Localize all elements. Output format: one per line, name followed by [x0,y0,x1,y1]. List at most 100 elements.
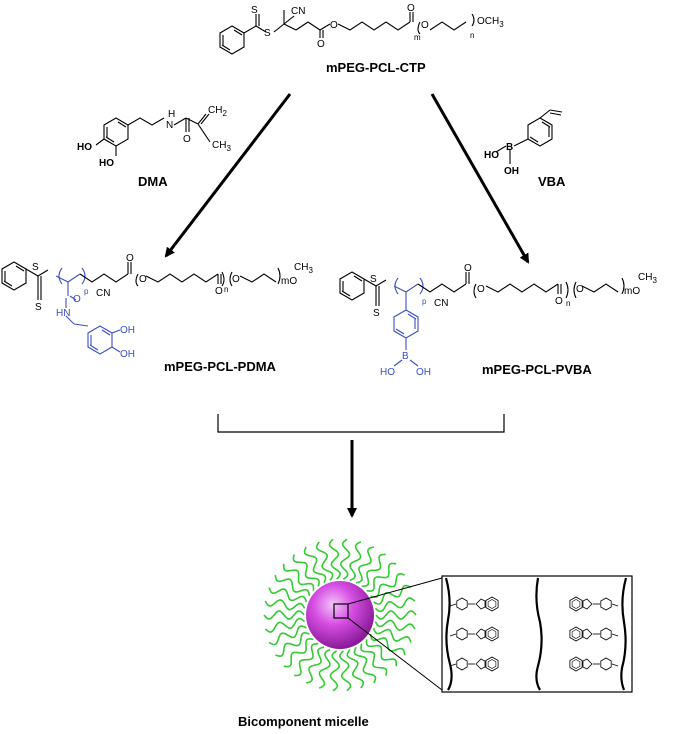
pvba-structure [339,271,625,367]
peg-chain [275,631,310,658]
catechol-ring [485,656,499,672]
arrow-to-pdma [164,93,292,258]
dma-o: O [183,134,191,145]
peg-chain [318,648,331,689]
pvba-oh: OH [416,367,431,378]
pvba-n-subscript: n [566,299,570,308]
ctp-ester-o: O [330,20,338,31]
catechol-ring [485,626,499,642]
peg-chain [369,633,406,656]
ctp-m-subscript: m [414,33,421,42]
catechol-inner [487,629,497,639]
pdma-s-thioester: S [32,262,39,273]
pdma-s-thione: S [35,302,42,313]
chain-bond [611,663,619,667]
peg-chain [338,650,352,692]
phenyl-ring [600,597,612,611]
chain-bond [449,663,457,667]
catechol-inner [571,659,581,669]
ctp-pcl-carbonyl-o: O [407,3,415,14]
ctp-och3: OCH3 [477,16,504,29]
peg-chain [366,562,397,592]
dma-ch2: CH2 [208,105,227,118]
label-dma: DMA [138,174,168,189]
peg-chain [353,646,377,684]
dioxaborole-ring [475,598,486,610]
chain-bond [449,633,457,637]
pdma-carbonyl-o: O [126,253,134,264]
vba-b: B [506,142,513,153]
phenyl-ring [600,657,612,671]
dioxaborole-ring [582,658,593,670]
pvba-s-thione: S [373,308,380,319]
dma-ho-2: HO [99,158,114,169]
pdma-structure [1,261,281,355]
dma-n: N [166,120,173,131]
peg-chain [263,610,305,620]
label-mpeg-pcl-pdma: mPEG-PCL-PDMA [164,359,277,374]
pvba-cn: CN [434,298,448,309]
pdma-oh-2: OH [120,349,135,360]
phenyl-ring [600,627,612,641]
peg-chain [349,541,362,582]
ctp-s-thione: S [251,5,258,16]
catechol-inner [571,599,581,609]
zoom-line-bottom [347,617,443,691]
peg-chain [365,639,398,667]
peg-chain [315,541,334,581]
chain-bond [611,633,619,637]
pvba-pcl-carbonyl-o: O [555,296,563,307]
label-mpeg-pcl-ctp: mPEG-PCL-CTP [326,60,426,75]
pdma-p-subscript: p [84,287,89,296]
catechol-ring [485,596,499,612]
peg-chain [283,638,314,668]
zoom-line-top [347,577,443,605]
pdma-ester-o: O [139,274,147,285]
catechol-ring [569,626,583,642]
peg-chain [292,554,320,587]
crosslink-inset [441,575,633,693]
phenyl-ring [456,597,468,611]
combine-bracket [217,414,505,433]
peg-chain [264,599,306,611]
micelle-corona [263,538,417,692]
peg-chain [375,610,417,620]
catechol-inner [487,599,497,609]
arrow-to-pvba [430,93,530,264]
dioxaborole-ring [475,628,486,640]
peg-chain [282,563,315,591]
vba-oh: OH [504,166,519,177]
dioxaborole-ring [582,598,593,610]
peg-chain [374,597,416,613]
zoom-box [333,603,349,619]
peg-chain [355,546,375,584]
catechol-inner [487,659,497,669]
phenyl-ring [456,627,468,641]
pdma-hn: HN [56,308,70,319]
peg-chain [329,650,341,692]
peg-chain [303,546,327,584]
pvba-p-subscript: p [422,297,427,306]
chain-bond [449,603,457,607]
peg-chain [373,584,412,605]
pdma-mo: mO [281,276,297,287]
dma-h: H [168,109,175,120]
peg-chain [372,627,412,643]
micelle-core [306,581,374,649]
label-vba: VBA [538,174,566,189]
pdma-oh-1: OH [120,325,135,336]
pvba-ch3: CH3 [638,272,657,285]
pvba-s-thioester: S [370,274,377,285]
label-mpeg-pcl-pvba: mPEG-PCL-PVBA [482,362,592,377]
dma-ch3: CH3 [212,140,231,153]
peg-chain [360,643,388,676]
catechol-ring [569,656,583,672]
pvba-carbonyl-o: O [464,263,472,274]
ctp-n-subscript: n [470,31,474,40]
vba-structure [495,109,563,164]
ctp-peg-o: O [421,20,429,31]
peg-chain [294,642,319,677]
dma-structure [95,113,211,156]
peg-chain [264,617,306,633]
